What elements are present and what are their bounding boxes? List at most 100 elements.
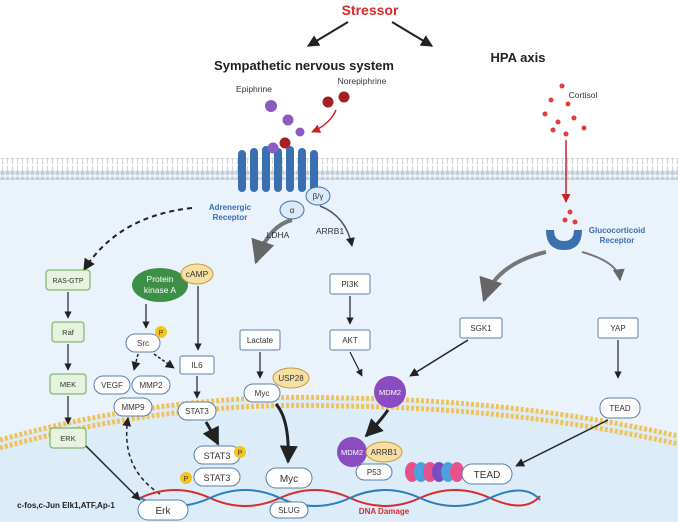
svg-text:ARRB1: ARRB1 <box>371 448 398 457</box>
hpa-axis-label: HPA axis <box>491 50 546 65</box>
mmp9-node: MMP9 <box>113 397 153 417</box>
lactate-node: Lactate <box>239 329 281 351</box>
svg-text:TEAD: TEAD <box>474 470 501 481</box>
stat3-dimer-b: STAT3 <box>193 467 241 487</box>
svg-text:SGK1: SGK1 <box>470 324 492 333</box>
beta-gamma-subunit-label: β/γ <box>313 192 324 201</box>
arrow-gr-sgk1 <box>479 250 547 303</box>
arrow-stat3-nucleus <box>202 421 220 446</box>
arrb1-nuclear-badge: ARRB1 <box>365 441 403 463</box>
tead-nuclear-node: TEAD <box>461 463 513 485</box>
adrenergic-receptor-label-2: Receptor <box>213 213 248 222</box>
camp-badge: cAMP <box>180 263 214 285</box>
svg-text:ERK: ERK <box>60 434 75 443</box>
svg-text:Src: Src <box>137 339 149 348</box>
sgk1-node: SGK1 <box>459 317 503 339</box>
svg-text:RAS-GTP: RAS-GTP <box>52 278 83 285</box>
nuclear-envelope-inner <box>0 402 678 451</box>
transcription-factors-label: c-fos,c-Jun Elk1,ATF,Ap-1 <box>17 501 115 510</box>
svg-text:MDM2: MDM2 <box>379 388 401 397</box>
svg-text:STAT3: STAT3 <box>204 473 231 483</box>
p53-node: P53 <box>355 463 393 481</box>
svg-text:MDM2: MDM2 <box>341 448 363 457</box>
usp28-badge: USP28 <box>272 367 310 389</box>
arrow-tead-nucleus <box>515 419 609 467</box>
arrow-src-vegf <box>131 353 141 371</box>
norepinephrine-molecules <box>322 91 350 108</box>
phospho-badge-src: P <box>155 326 167 338</box>
svg-text:P: P <box>159 330 164 337</box>
arrow-receptor-ras <box>83 207 193 272</box>
akt-node: AKT <box>329 329 371 351</box>
stressor-title: Stressor <box>342 2 399 18</box>
svg-text:Lactate: Lactate <box>247 336 274 345</box>
svg-text:PI3K: PI3K <box>341 280 359 289</box>
svg-text:MMP2: MMP2 <box>139 381 163 390</box>
arrow-receptor-lactate <box>251 218 293 265</box>
mek-node: MEK <box>49 373 87 395</box>
svg-text:Myc: Myc <box>255 389 270 398</box>
svg-text:Raf: Raf <box>62 328 75 337</box>
tead-node: TEAD <box>599 397 641 419</box>
pi3k-node: PI3K <box>329 273 371 295</box>
ras-gtp-node: RAS-GTP <box>45 269 91 291</box>
glucocorticoid-receptor <box>546 230 582 250</box>
arrow-mdm2-nucleus <box>364 409 390 438</box>
svg-text:kinase A: kinase A <box>144 285 176 295</box>
sympathetic-nervous-system-label: Sympathetic nervous system <box>214 58 394 73</box>
svg-text:Protein: Protein <box>147 274 174 284</box>
glucocorticoid-receptor-label-1: Glucocorticoid <box>589 226 646 235</box>
arrow-sgk1-mdm2 <box>409 339 469 377</box>
stat3-dimer-a: STAT3 <box>193 445 241 465</box>
raf-node: Raf <box>51 321 85 343</box>
adrenergic-receptor <box>238 137 331 220</box>
svg-text:Erk: Erk <box>156 506 172 517</box>
svg-text:P: P <box>238 450 243 457</box>
dna-damage-label: DNA Damage <box>359 507 410 516</box>
protein-kinase-a: Protein kinase A <box>132 268 188 302</box>
cortisol-molecules <box>542 83 587 225</box>
nuclear-envelope <box>0 394 678 443</box>
svg-text:P: P <box>184 476 189 483</box>
svg-text:MMP9: MMP9 <box>121 403 145 412</box>
slug-node: SLUG <box>269 501 309 519</box>
svg-text:AKT: AKT <box>342 336 358 345</box>
mmp2-node: MMP2 <box>131 375 171 395</box>
cortisol-label: Cortisol <box>569 90 598 100</box>
glucocorticoid-receptor-label-2: Receptor <box>600 236 635 245</box>
svg-text:USP28: USP28 <box>278 374 304 383</box>
adrenergic-receptor-label-1: Adrenergic <box>209 203 252 212</box>
phospho-badge-stat3-a: P <box>234 446 246 458</box>
arrow-erk-nucleus <box>85 445 141 501</box>
svg-text:Myc: Myc <box>280 474 298 485</box>
svg-text:STAT3: STAT3 <box>185 407 209 416</box>
phospho-badge-stat3-b: P <box>180 472 192 484</box>
epinephrine-molecules <box>265 100 305 137</box>
plasma-membrane <box>0 158 678 180</box>
arrow-src-il6 <box>153 353 175 369</box>
yap-node: YAP <box>597 317 639 339</box>
svg-text:P53: P53 <box>367 468 382 477</box>
arrow-norepinephrine-receptor <box>311 109 337 133</box>
dna-strand-2 <box>139 489 541 507</box>
svg-text:TEAD: TEAD <box>609 404 631 413</box>
erk-node: ERK <box>49 427 87 449</box>
nucleosome-icon <box>405 462 464 482</box>
myc-nuclear-node: Myc <box>265 467 313 489</box>
arrow-stressor-sns <box>306 21 349 47</box>
svg-text:STAT3: STAT3 <box>204 451 231 461</box>
arrow-myc-nucleus <box>274 403 298 464</box>
epinephrine-label: Epiphrine <box>236 84 272 94</box>
alpha-subunit-label: α <box>290 206 295 215</box>
norepinephrine-label: Norepiphrine <box>338 76 387 86</box>
erk-nuclear-node: Erk <box>137 499 189 521</box>
svg-text:VEGF: VEGF <box>101 381 123 390</box>
svg-text:YAP: YAP <box>610 324 625 333</box>
myc-node: Myc <box>243 383 281 403</box>
il6-node: IL6 <box>179 355 215 375</box>
mdm2-node: MDM2 <box>374 376 406 408</box>
src-node: Src <box>125 333 161 353</box>
svg-text:SLUG: SLUG <box>278 506 300 515</box>
